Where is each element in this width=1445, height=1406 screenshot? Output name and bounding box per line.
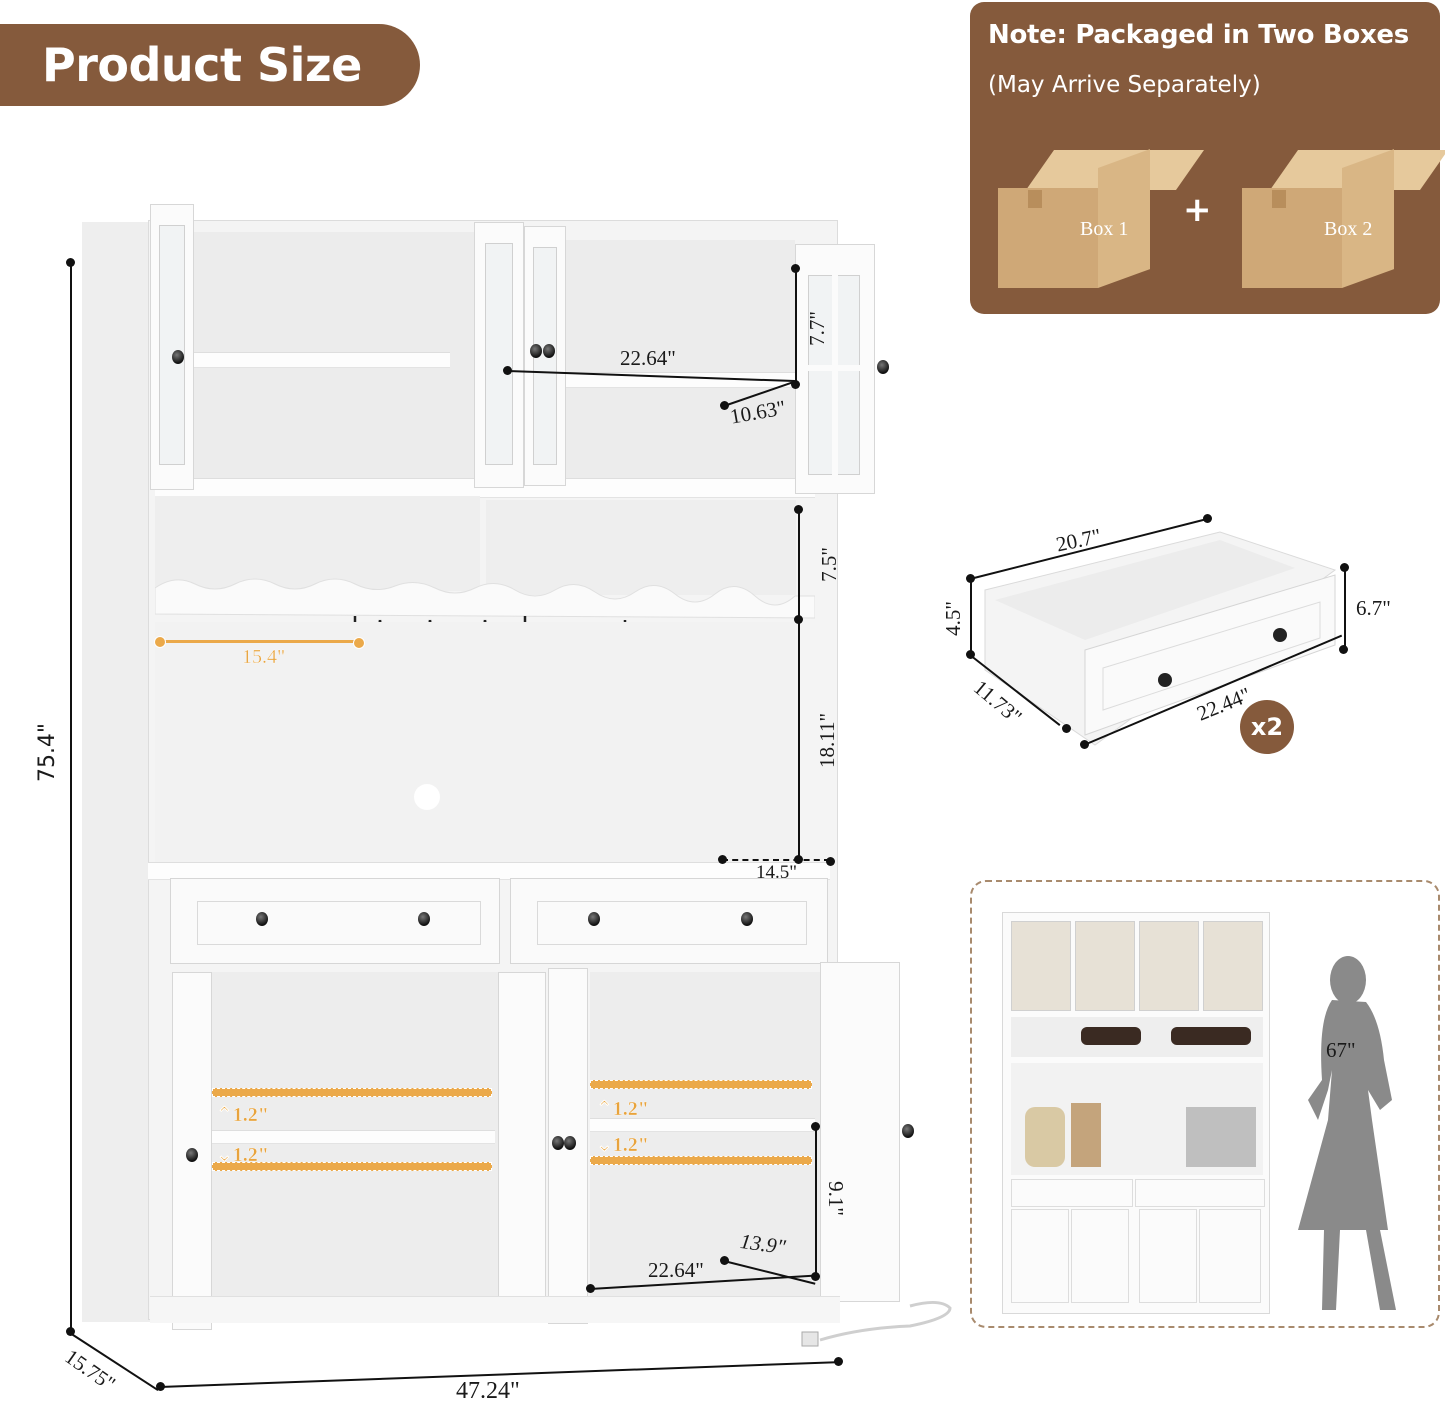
height-reference-card: 67" <box>970 880 1440 1328</box>
power-cord-icon <box>801 1301 952 1347</box>
upper-inner-width-label: 22.64" <box>620 346 676 370</box>
lower-inner-width-label: 22.64" <box>648 1258 704 1282</box>
dim-endpoint <box>586 1284 595 1293</box>
hutch-depth-line <box>722 859 830 861</box>
overall-height-label: 75.4" <box>35 722 61 783</box>
page-title: Product Size <box>42 38 362 92</box>
hutch-height-line <box>798 509 800 861</box>
hutch-back-panel <box>155 622 795 864</box>
dim-endpoint <box>834 1357 843 1366</box>
door-knob-icon <box>172 350 184 364</box>
wine-rack-wave <box>155 578 815 619</box>
drawer-front-height-line <box>1344 567 1346 649</box>
dim-endpoint <box>794 615 803 624</box>
height-dimension-line <box>70 262 72 1332</box>
drawer-knob-icon <box>418 912 430 926</box>
wine-rack-left <box>155 496 480 591</box>
dim-endpoint <box>826 857 835 866</box>
lower-left-shelf <box>210 1130 495 1144</box>
box-1-icon: Box 1 <box>998 149 1205 290</box>
dim-endpoint <box>720 401 729 410</box>
box-2-icon: Box 2 <box>1242 149 1445 290</box>
door-knob-icon <box>186 1148 198 1162</box>
drawer-knob-icon <box>588 912 600 926</box>
drawer-right[interactable] <box>510 878 828 964</box>
upper-door-4[interactable] <box>795 244 875 494</box>
shelf-adjust-band <box>212 1162 492 1171</box>
wine-rack-height-label: 7.5" <box>816 547 841 582</box>
lower-door-4[interactable] <box>820 962 900 1302</box>
door-knob-icon <box>564 1136 576 1150</box>
shelf-adjust-band <box>590 1156 812 1165</box>
dim-endpoint <box>154 636 166 648</box>
shelf-adjust-band <box>212 1088 492 1097</box>
dim-endpoint <box>720 1256 729 1265</box>
hutch-depth-label: 14.5" <box>756 862 798 883</box>
glass-rack-length-label: 15.4" <box>242 646 286 668</box>
plus-icon: + <box>1183 190 1212 230</box>
box-2-label: Box 2 <box>1324 218 1373 240</box>
shelf-adjust-down-label: ⌄1.2" <box>596 1134 649 1156</box>
drawer-knob-icon <box>741 912 753 926</box>
drawer-side-height-label: 4.5" <box>940 601 965 636</box>
upper-shelf-height-label: 7.7" <box>804 311 829 346</box>
cabinet-base <box>150 1296 840 1323</box>
overall-width-label: 47.24" <box>456 1378 520 1404</box>
dim-endpoint <box>791 380 800 389</box>
upper-left-shelf <box>190 352 450 368</box>
lower-right-compartment <box>590 972 820 1298</box>
drawer-knob-icon <box>256 912 268 926</box>
packaging-note-card: Note: Packaged in Two Boxes (May Arrive … <box>970 2 1445 314</box>
note-heading: Note: Packaged in Two Boxes <box>988 20 1409 50</box>
lower-shelf-height-label: 9.1" <box>823 1181 848 1216</box>
quantity-badge: x2 <box>1240 700 1294 754</box>
glass-rack-length-line <box>158 640 358 643</box>
product-size-title: Product Size <box>0 24 420 106</box>
lower-shelf-height-line <box>815 1126 817 1276</box>
door-knob-icon <box>877 360 889 374</box>
shelf-adjust-up-label: ⌃1.2" <box>596 1098 649 1120</box>
person-height-label: 67" <box>1326 1038 1356 1062</box>
dim-endpoint <box>66 1327 75 1336</box>
upper-door-1[interactable] <box>150 204 194 490</box>
dim-endpoint <box>353 637 365 649</box>
drawer-front-height-label: 6.7" <box>1356 596 1391 620</box>
door-knob-icon <box>552 1136 564 1150</box>
upper-right-compartment <box>560 240 795 495</box>
lower-right-shelf <box>590 1118 815 1132</box>
styled-cabinet-thumbnail <box>1002 912 1270 1314</box>
upper-shelf-height-line <box>795 268 797 382</box>
cabinet-side-panel <box>82 222 150 1322</box>
door-knob-icon <box>543 344 555 358</box>
shelf-adjust-down-label: ⌄1.2" <box>216 1144 269 1166</box>
overall-depth-label: 15.75" <box>60 1344 120 1396</box>
box-1-label: Box 1 <box>1080 218 1129 240</box>
hutch-height-label: 18.11" <box>815 712 840 769</box>
door-knob-icon <box>530 344 542 358</box>
person-silhouette-icon <box>1298 956 1396 1310</box>
door-knob-icon <box>902 1124 914 1138</box>
dim-endpoint <box>811 1272 820 1281</box>
note-subheading: (May Arrive Separately) <box>988 72 1261 98</box>
shelf-adjust-band <box>590 1080 812 1089</box>
drawer-side-height-line <box>970 578 972 654</box>
drawer-left[interactable] <box>170 878 500 964</box>
cable-hole <box>414 784 440 810</box>
lower-door-2[interactable] <box>498 972 546 1322</box>
dim-endpoint <box>718 855 727 864</box>
wine-rack-right <box>486 500 796 595</box>
shelf-adjust-up-label: ⌃1.2" <box>216 1104 269 1126</box>
upper-door-2[interactable] <box>474 222 524 488</box>
upper-right-shelf <box>560 372 795 388</box>
